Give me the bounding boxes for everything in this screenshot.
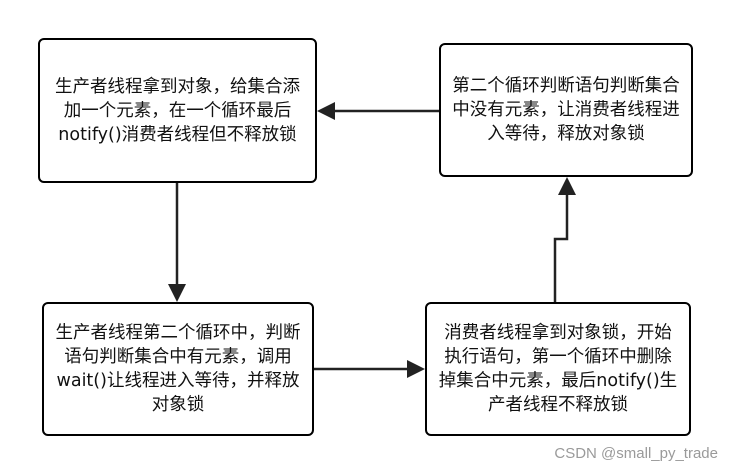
arrow-consumer-to-check-empty — [553, 177, 576, 302]
arrow-producer-to-second-loop — [168, 183, 186, 302]
arrow-check-empty-to-producer — [317, 102, 439, 120]
node-producer-acquires-lock: 生产者线程拿到对象，给集合添加一个元素，在一个循环最后notify()消费者线程… — [38, 38, 317, 183]
node-consumer-acquires-lock: 消费者线程拿到对象锁，开始执行语句，第一个循环中删除掉集合中元素，最后notif… — [425, 302, 691, 436]
node-producer-second-loop: 生产者线程第二个循环中，判断语句判断集合中有元素，调用wait()让线程进入等待… — [42, 302, 314, 436]
arrow-wait-to-consumer — [314, 360, 425, 378]
node-consumer-acquires-lock-text: 消费者线程拿到对象锁，开始执行语句，第一个循环中删除掉集合中元素，最后notif… — [438, 323, 678, 415]
node-producer-second-loop-text: 生产者线程第二个循环中，判断语句判断集合中有元素，调用wait()让线程进入等待… — [55, 323, 301, 415]
node-second-loop-empty: 第二个循环判断语句判断集合中没有元素，让消费者线程进入等待，释放对象锁 — [439, 43, 693, 177]
watermark: CSDN @small_py_trade — [554, 445, 718, 462]
node-producer-acquires-lock-text: 生产者线程拿到对象，给集合添加一个元素，在一个循环最后notify()消费者线程… — [55, 76, 300, 145]
node-second-loop-empty-text: 第二个循环判断语句判断集合中没有元素，让消费者线程进入等待，释放对象锁 — [452, 76, 680, 144]
